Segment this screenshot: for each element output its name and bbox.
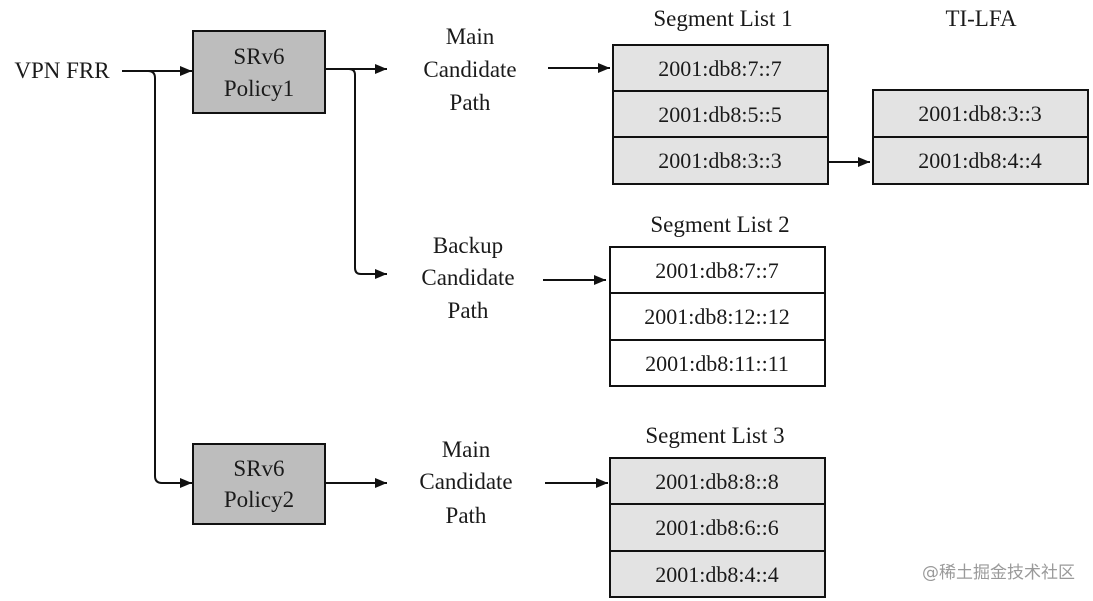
segment-list-2-entry-1: 2001:db8:7::7 <box>655 258 778 283</box>
segment-list-3-entry-1: 2001:db8:8::8 <box>655 469 778 494</box>
segment-list-1-title: Segment List 1 <box>653 6 792 31</box>
segment-list-3-title: Segment List 3 <box>645 423 784 448</box>
segment-list-2-title: Segment List 2 <box>650 212 789 237</box>
segment-list-1-entry-1: 2001:db8:7::7 <box>658 56 781 81</box>
tilfa-entry-2: 2001:db8:4::4 <box>918 148 1041 173</box>
tilfa-entry-1: 2001:db8:3::3 <box>918 101 1041 126</box>
tilfa-title: TI-LFA <box>945 6 1017 31</box>
segment-list-2-entry-2: 2001:db8:12::12 <box>644 304 789 329</box>
path3-label-line2: Candidate <box>419 469 512 494</box>
segment-list-3-entry-3: 2001:db8:4::4 <box>655 562 778 587</box>
segment-list-2-entry-3: 2001:db8:11::11 <box>645 351 789 376</box>
segment-list-3-cell-1 <box>609 457 826 505</box>
segment-list-1: Segment List 1 2001:db8:7::7 2001:db8:5:… <box>612 6 829 185</box>
arrow-policy1-to-backup-path <box>325 68 387 279</box>
segment-list-3-cell-2 <box>609 503 826 552</box>
path1-label-line1: Main <box>446 24 495 49</box>
tilfa-list: TI-LFA 2001:db8:3::3 2001:db8:4::4 <box>872 6 1089 185</box>
srv6-policy2-label-line2: Policy2 <box>224 487 294 512</box>
path1-label-line2: Candidate <box>423 57 516 82</box>
segment-list-3-cell-3 <box>609 550 826 598</box>
segment-list-2: Segment List 2 2001:db8:7::7 2001:db8:12… <box>609 212 826 387</box>
segment-list-3-entry-2: 2001:db8:6::6 <box>655 515 778 540</box>
segment-list-2-cell-1 <box>609 246 826 294</box>
segment-list-1-entry-3: 2001:db8:3::3 <box>658 148 781 173</box>
segment-list-2-cell-2 <box>609 292 826 341</box>
segment-list-2-cell-3 <box>609 339 826 387</box>
path2-label-line3: Path <box>448 298 489 323</box>
srv6-policy1-label-line1: SRv6 <box>233 44 284 69</box>
tilfa-cell-2 <box>872 136 1089 185</box>
path1-label-line3: Path <box>450 90 491 115</box>
backup-candidate-path-label: Backup Candidate Path <box>421 233 514 323</box>
arrow-vpn-to-policy2 <box>122 70 192 488</box>
srv6-policy1-label-line2: Policy1 <box>224 76 294 101</box>
srv6-policy2-label-line1: SRv6 <box>233 456 284 481</box>
path3-label-line3: Path <box>446 503 487 528</box>
path2-label-line1: Backup <box>433 233 503 258</box>
srv6-policy1-box <box>192 30 326 114</box>
main-candidate-path-2-label: Main Candidate Path <box>419 437 512 528</box>
srv6-policy2-box <box>192 443 326 525</box>
connectors <box>122 63 870 488</box>
srv6-policy1-node: SRv6 Policy1 <box>192 30 326 114</box>
path3-label-line1: Main <box>442 437 491 462</box>
path2-label-line2: Candidate <box>421 265 514 290</box>
segment-list-1-cell-3 <box>612 136 829 185</box>
main-candidate-path-1-label: Main Candidate Path <box>423 24 516 115</box>
srv6-policy2-node: SRv6 Policy2 <box>192 443 326 525</box>
segment-list-3: Segment List 3 2001:db8:8::8 2001:db8:6:… <box>609 423 826 598</box>
watermark-text: @稀土掘金技术社区 <box>922 563 1075 583</box>
segment-list-1-entry-2: 2001:db8:5::5 <box>658 102 781 127</box>
vpn-frr-label: VPN FRR <box>14 58 110 83</box>
